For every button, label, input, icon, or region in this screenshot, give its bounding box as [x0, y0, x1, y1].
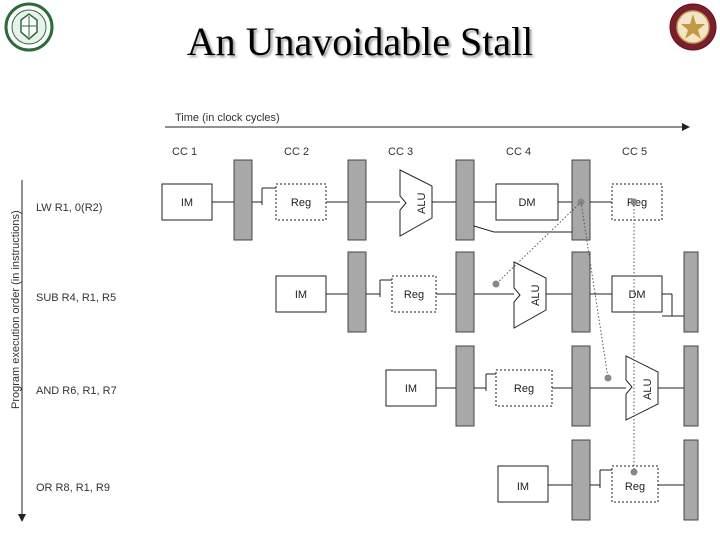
- forwarding-point: [630, 468, 638, 476]
- reg-read-box: [275, 183, 327, 221]
- pipeline-register: [571, 439, 591, 521]
- forwarding-point: [492, 280, 500, 288]
- instruction-label: LW R1, 0(R2): [36, 202, 102, 214]
- pipeline-register: [571, 345, 591, 427]
- im-stage-box: [385, 369, 437, 407]
- cycle-label: CC 3: [388, 146, 413, 158]
- instruction-label: AND R6, R1, R7: [36, 385, 117, 397]
- reg-read-label: Reg: [404, 289, 424, 301]
- cycle-label: CC 2: [284, 146, 309, 158]
- instruction-row-and: IM Reg ALU: [385, 345, 699, 427]
- cycle-label: CC 4: [506, 146, 531, 158]
- forwarding-line-to-sub: [495, 201, 582, 285]
- instruction-label: SUB R4, R1, R5: [36, 292, 116, 304]
- instruction-label: OR R8, R1, R9: [36, 482, 110, 494]
- forwarding-line-to-and: [580, 201, 609, 379]
- left-university-seal-logo: [4, 2, 54, 52]
- im-stage-label: IM: [295, 289, 307, 301]
- forwarding-point: [630, 198, 638, 206]
- pipeline-register: [455, 251, 475, 333]
- reg-read-label: Reg: [514, 383, 534, 395]
- im-stage-box: [275, 275, 327, 313]
- pipeline-register: [455, 345, 475, 427]
- pipeline-register: [683, 345, 699, 427]
- alu-unit: [399, 169, 433, 237]
- cycle-label: CC 5: [622, 146, 647, 158]
- pipeline-register: [683, 251, 699, 333]
- dm-stage-box: [611, 275, 663, 313]
- im-stage-label: IM: [405, 383, 417, 395]
- im-stage-label: IM: [181, 197, 193, 209]
- pipeline-register: [455, 159, 475, 241]
- pipeline-register: [571, 251, 591, 333]
- forwarding-paths: [473, 198, 638, 476]
- alu-unit: [625, 355, 659, 421]
- reg-read-box: [495, 369, 553, 407]
- im-stage-label: IM: [517, 481, 529, 493]
- alu-unit: [513, 261, 547, 329]
- time-axis-label: Time (in clock cycles): [175, 112, 280, 124]
- pipeline-register: [233, 159, 253, 241]
- pipeline-register: [347, 251, 367, 333]
- instruction-row-or: IM Reg: [497, 439, 699, 521]
- dm-stage-label: DM: [628, 289, 645, 301]
- program-order-axis-label: Program execution order (in instructions…: [10, 210, 22, 409]
- instruction-row-lw: IM Reg ALU DM Reg: [161, 159, 663, 241]
- im-stage-box: [161, 183, 213, 221]
- forwarding-point: [604, 374, 612, 382]
- reg-read-label: Reg: [291, 197, 311, 209]
- alu-label: ALU: [530, 285, 542, 306]
- data-out-path: [473, 225, 572, 233]
- alu-label: ALU: [642, 379, 654, 400]
- pipeline-register: [347, 159, 367, 241]
- dm-stage-box: [495, 183, 559, 221]
- pipeline-register: [683, 439, 699, 521]
- dm-stage-label: DM: [518, 197, 535, 209]
- slide-title: An Unavoidable Stall: [186, 19, 534, 64]
- reg-read-box: [391, 275, 437, 313]
- reg-read-label: Reg: [625, 481, 645, 493]
- instruction-row-sub: IM Reg ALU DM: [275, 251, 699, 333]
- cycle-label: CC 1: [172, 146, 197, 158]
- alu-label: ALU: [416, 193, 428, 214]
- im-stage-box: [497, 465, 549, 503]
- right-university-seal-logo: [669, 3, 717, 51]
